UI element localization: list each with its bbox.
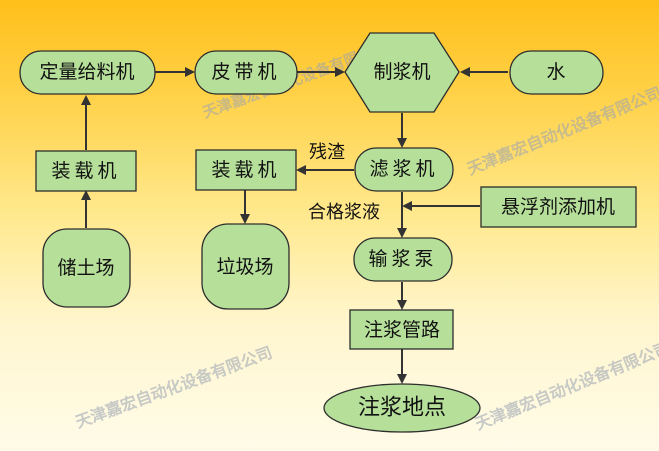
- edge-label-qualified-slurry: 合格浆液: [308, 202, 380, 223]
- label-pump: 输浆泵: [368, 248, 437, 270]
- label-filter: 滤浆机: [369, 158, 438, 180]
- watermark-4: 天津嘉宏自动化设备有限公司: [472, 338, 659, 434]
- edge-label-residue: 残渣: [309, 142, 345, 163]
- node-loader-right: [195, 149, 297, 191]
- label-feeder: 定量给料机: [39, 61, 134, 83]
- label-pipeline: 注浆管路: [364, 319, 440, 341]
- node-feeder: [19, 50, 156, 95]
- label-loader-left: 装载机: [51, 160, 120, 182]
- label-soil-yard: 储土场: [57, 257, 114, 279]
- node-soil-yard: [42, 228, 131, 308]
- watermark-2: 天津嘉宏自动化设备有限公司: [464, 83, 659, 179]
- label-slurry-maker: 制浆机: [373, 61, 430, 83]
- label-belt: 皮带机: [211, 61, 280, 83]
- watermark-3: 天津嘉宏自动化设备有限公司: [73, 343, 275, 432]
- label-waste-yard: 垃圾场: [216, 256, 273, 278]
- node-waste-yard: [201, 223, 290, 310]
- node-belt: [194, 50, 298, 95]
- label-water: 水: [546, 61, 565, 83]
- node-filter: [354, 147, 454, 192]
- node-pump: [353, 237, 453, 282]
- label-suspending-agent-adder: 悬浮剂添加机: [501, 196, 615, 218]
- node-slurry-maker: [344, 32, 460, 113]
- label-grout-site: 注浆地点: [358, 396, 446, 421]
- node-suspending-agent-adder: [480, 186, 637, 228]
- label-loader-right: 装载机: [211, 159, 280, 181]
- node-loader-left: [35, 150, 137, 192]
- node-pipeline: [349, 309, 454, 350]
- node-water: [509, 50, 604, 95]
- node-grout-site: [323, 383, 481, 433]
